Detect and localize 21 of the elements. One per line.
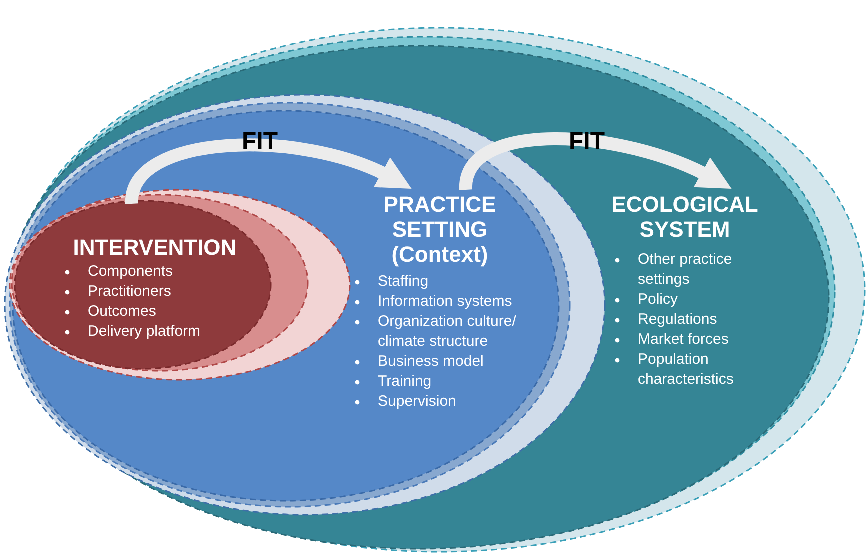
bullet-item: Supervision: [378, 393, 456, 410]
bullet-item: Practitioners: [88, 283, 172, 300]
bullet-item: Business model: [378, 353, 484, 370]
bullet-item: Other practice settings: [638, 251, 732, 288]
region-heading: ECOLOGICAL SYSTEM: [610, 192, 760, 242]
bullet-item: Population characteristics: [638, 351, 734, 388]
bullet-item: Components: [88, 263, 174, 280]
bullet-item: Outcomes: [88, 303, 156, 320]
ellipse-region: [14, 200, 272, 370]
bullet-item: Staffing: [378, 273, 429, 290]
region-heading: PRACTICE SETTING (Context): [382, 192, 498, 267]
bullet-item: Market forces: [638, 331, 729, 348]
bullet-item: Training: [378, 373, 432, 390]
bullet-item: Regulations: [638, 311, 718, 328]
bullet-item: Delivery platform: [88, 323, 201, 340]
bullet-item: Organization culture/ climate structure: [378, 313, 516, 350]
bullet-item: Information systems: [378, 293, 512, 310]
region-heading: INTERVENTION: [72, 235, 238, 260]
ellipse-region: [12, 110, 560, 502]
bullet-item: Policy: [638, 291, 678, 308]
curved-arrow: [460, 132, 732, 191]
